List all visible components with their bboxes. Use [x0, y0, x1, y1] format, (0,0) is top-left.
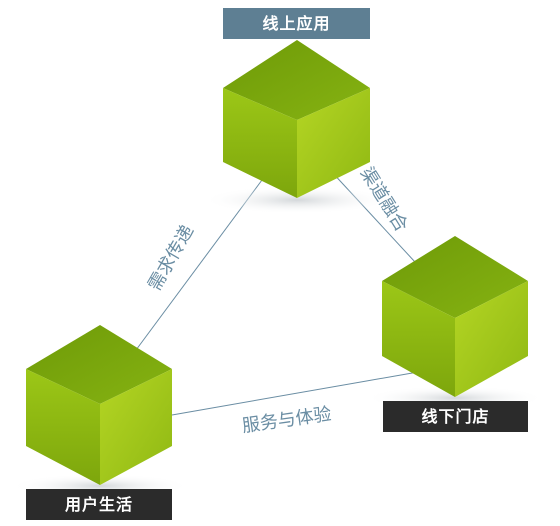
- edge-label-service-experience: 服务与体验: [241, 404, 333, 437]
- edge-line-channel: [329, 169, 416, 263]
- cube-user-life: [10, 325, 190, 498]
- cube-offline-store: [365, 236, 545, 410]
- node-label-offline-store: 线下门店: [383, 401, 528, 432]
- node-label-online-app: 线上应用: [223, 8, 370, 39]
- node-label-user-life: 用户生活: [26, 489, 172, 520]
- cube-online-app: [202, 40, 392, 214]
- edge-line-service: [171, 371, 419, 416]
- edge-label-demand-delivery: 需求传递: [144, 222, 198, 295]
